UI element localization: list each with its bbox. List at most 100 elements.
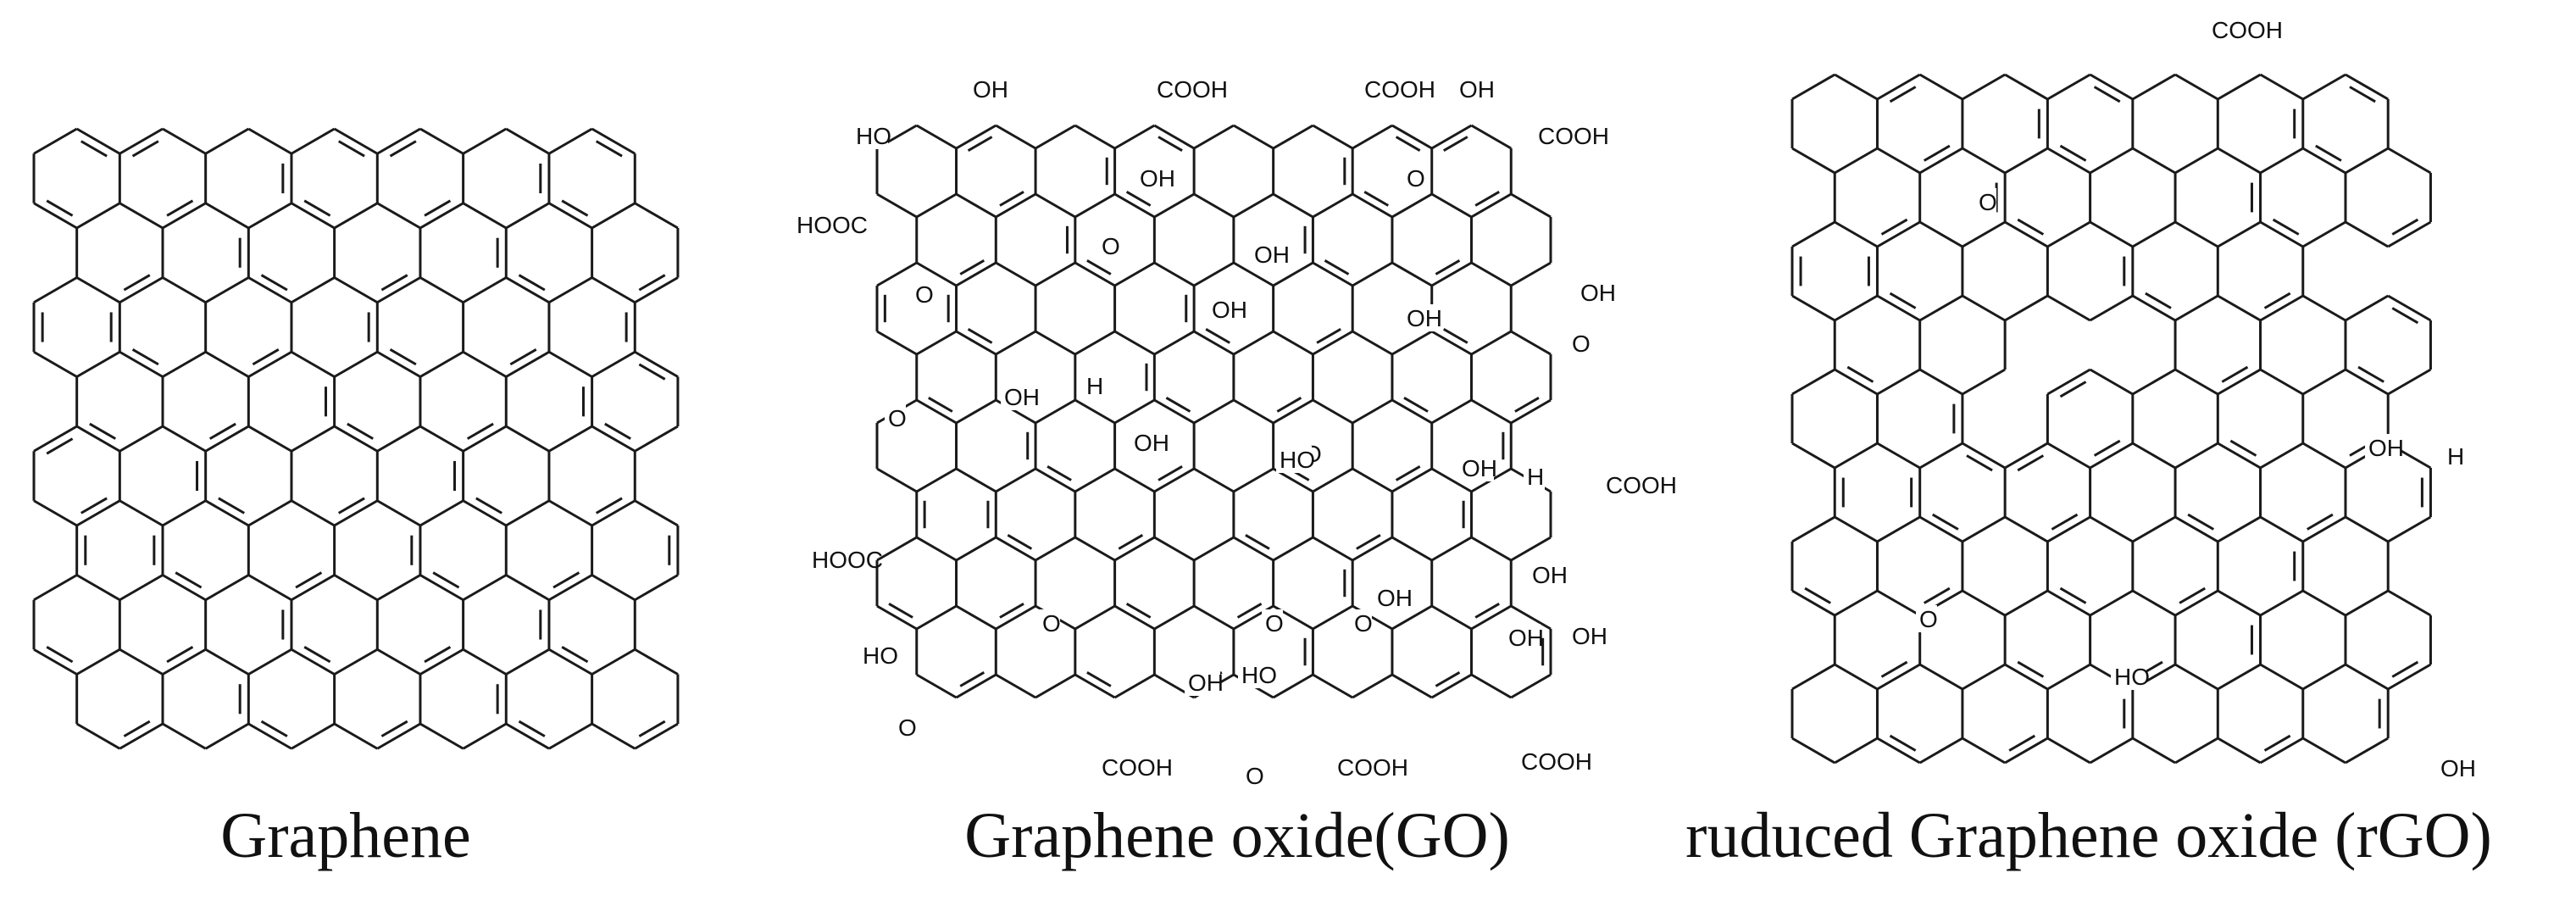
double-bond (2307, 513, 2334, 531)
go-label-bg (1185, 669, 1220, 696)
bond (1153, 192, 1195, 219)
bond (376, 722, 421, 750)
bond (75, 276, 121, 304)
bond (1153, 261, 1195, 287)
bond (419, 648, 464, 676)
bond (548, 276, 593, 304)
bond (2174, 294, 2219, 322)
go-label-bg (1136, 164, 1172, 192)
bond (1918, 147, 1963, 175)
bond (291, 350, 336, 378)
bond (2004, 663, 2049, 691)
bond (1193, 192, 1235, 219)
bond (1918, 368, 1963, 396)
bond (1834, 147, 1879, 175)
bond (1074, 673, 1116, 699)
bond (119, 648, 164, 676)
bond (2217, 368, 2262, 396)
go-functional-group: OH (1459, 76, 1495, 103)
go-label-bg (1238, 661, 1274, 688)
bond (634, 722, 679, 750)
bond (1918, 442, 1963, 470)
bond (333, 425, 379, 453)
go-functional-group: HO (863, 642, 898, 669)
go-functional-group: O (1246, 763, 1264, 789)
double-bond (928, 397, 953, 413)
bond (1035, 192, 1076, 219)
bond (1962, 737, 2006, 765)
double-bond (1356, 534, 1381, 550)
double-bond (1880, 660, 1908, 678)
double-bond (2059, 587, 2087, 604)
double-bond (1245, 534, 1270, 550)
double-bond (1395, 465, 1421, 481)
bond (2259, 73, 2304, 101)
bond (591, 574, 636, 602)
bond (291, 499, 336, 527)
bond (291, 276, 336, 304)
go-functional-group: COOH (1157, 76, 1228, 103)
bond (333, 127, 379, 155)
go-functional-group: O (1572, 331, 1591, 357)
bond (591, 350, 636, 378)
bond (591, 202, 636, 230)
go-label-bg (1208, 296, 1244, 323)
double-bond (561, 199, 589, 217)
bond (1352, 398, 1393, 425)
bond (1352, 192, 1393, 219)
bond (1791, 737, 1835, 765)
go-functional-group: O (1407, 165, 1425, 192)
bond (2004, 515, 2049, 543)
bond (2302, 220, 2346, 248)
bond (2302, 515, 2346, 543)
bond (2174, 220, 2219, 248)
double-bond (1889, 734, 1917, 752)
double-bond (347, 422, 374, 440)
bond (1791, 73, 1835, 101)
bond (2217, 147, 2262, 175)
bond (247, 648, 292, 676)
bond (955, 673, 997, 699)
bond (1272, 192, 1314, 219)
bond (419, 127, 464, 155)
bond (1962, 73, 2006, 101)
double-bond (1889, 86, 1917, 103)
bond (419, 722, 464, 750)
double-bond (1403, 397, 1429, 413)
double-bond (1474, 191, 1500, 207)
double-bond (1923, 144, 1951, 162)
double-bond (380, 720, 408, 737)
bond (505, 350, 550, 378)
go-functional-group: OH (1407, 305, 1442, 331)
bond (2345, 737, 2389, 765)
bond (419, 574, 464, 602)
bond (1430, 604, 1473, 631)
double-bond (1086, 671, 1112, 687)
bond (419, 350, 464, 378)
bond (462, 425, 508, 453)
go-functional-group: H (1527, 464, 1544, 490)
double-bond (2017, 454, 2045, 472)
bond (2089, 294, 2134, 322)
bond (2259, 147, 2304, 175)
bond (1918, 663, 1963, 691)
bond (33, 350, 78, 378)
bond (591, 499, 636, 527)
double-bond (466, 422, 494, 440)
double-bond (46, 199, 74, 217)
bond (2004, 73, 2049, 101)
double-bond (638, 363, 666, 381)
bond (1791, 368, 1835, 396)
double-bond (166, 199, 194, 217)
double-bond (552, 571, 580, 589)
bond (1312, 330, 1353, 356)
bond (1391, 604, 1433, 631)
bond (634, 499, 679, 527)
bond (2345, 147, 2389, 175)
double-bond (80, 497, 108, 514)
bond (1430, 536, 1473, 562)
bond (75, 722, 121, 750)
bond (2217, 663, 2262, 691)
bond (2345, 294, 2389, 322)
go-functional-group: OH (1134, 430, 1169, 456)
